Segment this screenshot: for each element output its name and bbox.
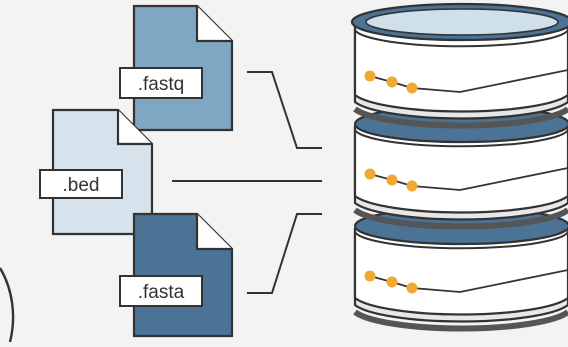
database-segment-1: [350, 2, 568, 129]
file-fastq-label: .fastq: [138, 74, 184, 95]
file-fasta-label: .fasta: [138, 282, 185, 303]
database-icon: [350, 2, 568, 332]
connector-fastq: [247, 71, 322, 149]
indicator-light: [386, 174, 398, 186]
file-fasta-label-box: [119, 275, 203, 307]
file-bed-fold: [116, 110, 152, 146]
connector-lines: [172, 71, 322, 294]
indicator-light: [386, 276, 398, 288]
file-fastq-fold: [195, 6, 232, 43]
connector-fasta: [247, 213, 322, 294]
file-fastq: .fastq: [119, 4, 234, 132]
database-segment-3: [353, 206, 568, 332]
file-bed-label-box: [39, 169, 123, 199]
indicator-light: [364, 70, 376, 82]
partial-circle-decoration: [0, 267, 15, 343]
file-fasta-fold: [195, 214, 232, 251]
indicator-light: [406, 180, 418, 192]
file-bed-label: .bed: [63, 175, 100, 196]
file-bed: .bed: [39, 108, 154, 236]
indicator-light: [364, 168, 376, 180]
indicator-light: [406, 282, 418, 294]
file-fasta: .fasta: [119, 212, 234, 338]
file-fastq-label-box: [119, 67, 203, 99]
indicator-light: [364, 270, 376, 282]
indicator-light: [386, 76, 398, 88]
indicator-light: [406, 82, 418, 94]
